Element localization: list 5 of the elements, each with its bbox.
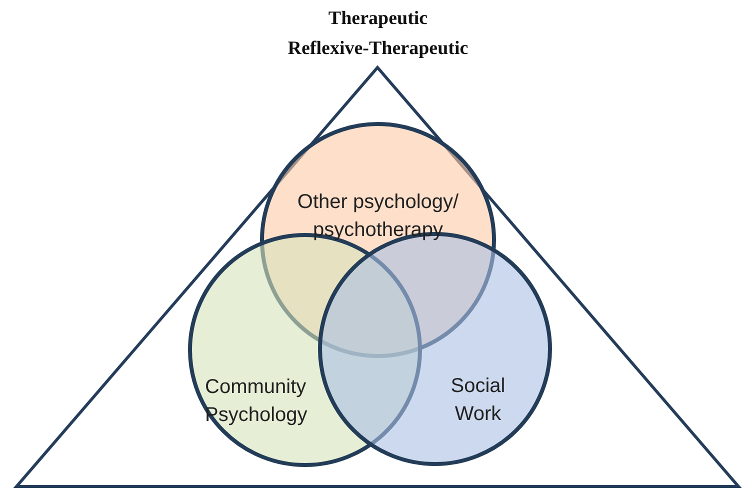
category-label: Other psychology/ psychotherapy: [296, 190, 460, 243]
heading-text: Reflexive-Therapeutic: [288, 38, 468, 60]
heading-text: Therapeutic: [328, 8, 428, 30]
category-label: Social Work: [450, 374, 506, 427]
triangle-outline: [15, 66, 740, 488]
